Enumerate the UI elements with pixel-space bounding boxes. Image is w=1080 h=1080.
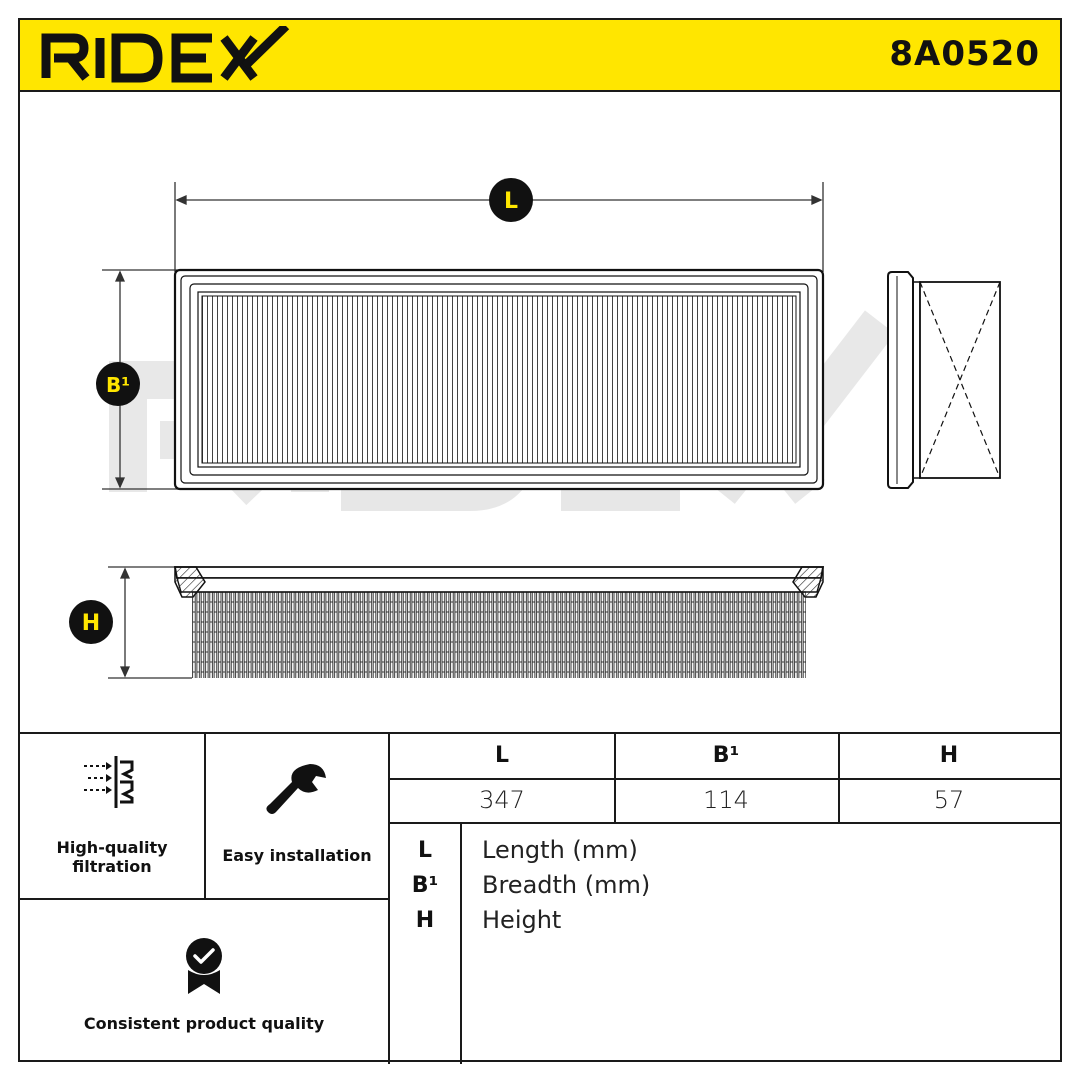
dim-header-h: H <box>939 743 959 768</box>
filter-drawing: L B¹ <box>69 178 1001 679</box>
quality-badge-icon <box>186 938 222 994</box>
dim-value-h: 57 <box>933 786 965 814</box>
dim-header-b: B¹ <box>712 743 740 768</box>
height-badge: H <box>69 600 113 644</box>
legend-text-l: Length (mm) <box>482 836 638 864</box>
technical-drawing: L B¹ <box>20 92 1060 732</box>
feature-label-installation: Easy installation <box>222 846 372 865</box>
badge-l-text: L <box>504 189 518 214</box>
length-badge: L <box>489 178 533 222</box>
dimensions-table: L B¹ H 347 114 57 <box>390 734 1060 824</box>
filter-top-view <box>173 268 825 491</box>
divider <box>20 898 390 900</box>
legend-text-h: Height <box>482 906 562 934</box>
legend-key-l: L <box>417 838 433 863</box>
divider <box>390 778 1060 780</box>
info-section: High-quality filtration Easy installatio… <box>20 732 1060 1064</box>
divider <box>460 824 462 1064</box>
ridex-logo <box>41 26 290 83</box>
feature-label-filtration: High-quality filtration <box>56 838 168 876</box>
legend-key-b: B¹ <box>411 873 439 898</box>
feature-filtration: High-quality filtration <box>20 734 204 898</box>
filtration-icon <box>84 756 134 808</box>
divider <box>390 822 1060 824</box>
height-dimension <box>108 566 192 679</box>
feature-easy-installation: Easy installation <box>206 734 388 898</box>
legend-key-h: H <box>415 908 435 933</box>
divider <box>204 734 206 898</box>
dim-header-l: L <box>494 743 510 768</box>
legend-text-b: Breadth (mm) <box>482 871 651 899</box>
header-bar: 8A0520 <box>20 20 1060 92</box>
filter-side-profile <box>887 271 1001 489</box>
part-number: 8A0520 <box>889 34 1040 74</box>
badge-b-text: B¹ <box>106 373 130 397</box>
product-sheet: 8A0520 <box>18 18 1062 1064</box>
badge-h-text: H <box>82 611 100 636</box>
dim-value-l: 347 <box>479 786 525 814</box>
wrench-icon <box>266 764 326 814</box>
dim-value-b: 114 <box>703 786 749 814</box>
filter-front-view <box>173 566 825 678</box>
breadth-badge: B¹ <box>96 362 140 406</box>
feature-label-quality: Consistent product quality <box>83 1014 325 1033</box>
dimension-legend: L Length (mm) B¹ Breadth (mm) H Height <box>390 824 1060 1064</box>
feature-consistent-quality: Consistent product quality <box>20 900 388 1064</box>
